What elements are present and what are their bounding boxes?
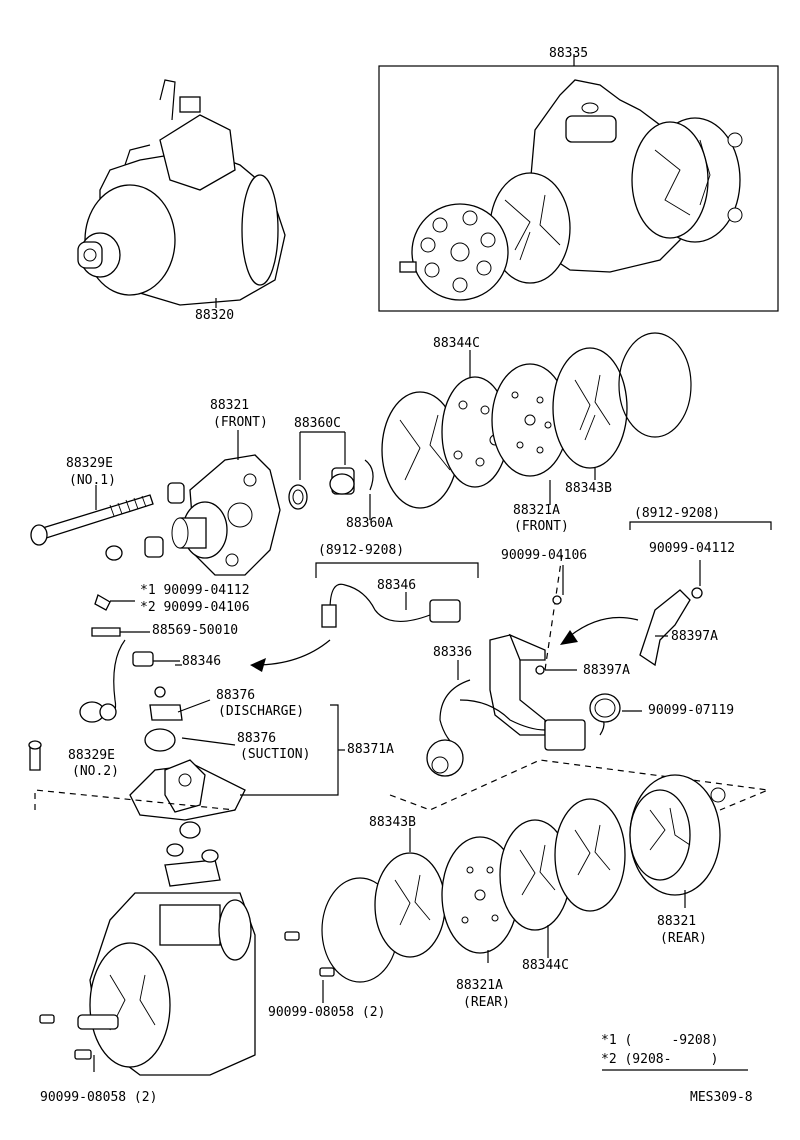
label-88346-mid: 88346	[182, 654, 222, 669]
kit-88335-box	[378, 54, 779, 312]
sensor-wiring-88346	[315, 562, 479, 628]
label-88376-suction-number: 88376	[237, 731, 277, 746]
label-88329E-no2-number: 88329E	[68, 748, 115, 763]
label-88360C: 88360C	[294, 416, 341, 431]
label-star2-part: *2 90099-04106	[140, 600, 250, 615]
label-88397A-mid: 88397A	[583, 663, 630, 678]
label-note-1: *1 ( -9208)	[601, 1033, 719, 1048]
label-88329E-no1-number: 88329E	[66, 456, 113, 471]
label-88346-top: 88346	[377, 578, 417, 593]
label-88321-front-sub: (FRONT)	[213, 415, 268, 430]
label-88569-50010: 88569-50010	[152, 623, 239, 638]
fasteners-left	[28, 594, 183, 771]
label-88321-front-number: 88321	[210, 398, 250, 413]
label-88321-rear-number: 88321	[657, 914, 697, 929]
label-88344C-top: 88344C	[433, 336, 480, 351]
label-88335: 88335	[549, 46, 589, 61]
small-rings-front	[105, 482, 185, 561]
label-88329E-no2-sub: (NO.2)	[72, 764, 119, 779]
arrows	[250, 616, 639, 672]
dashed-leader-bolt	[544, 554, 563, 671]
dashed-leader-right	[389, 759, 771, 811]
front-plates	[381, 332, 692, 509]
label-88320: 88320	[195, 308, 235, 323]
label-88343B-bottom: 88343B	[369, 815, 416, 830]
leader-lines	[110, 565, 668, 746]
label-drawing-id: MES309-8	[690, 1090, 753, 1105]
sensor-assembly-88336	[426, 595, 621, 777]
label-88321-rear-sub: (REAR)	[660, 931, 707, 946]
seal-parts-88360	[288, 431, 374, 520]
label-date-range-left: (8912-9208)	[318, 543, 405, 558]
compressor-assembly-88320	[77, 79, 286, 308]
label-note-2: *2 (9208- )	[601, 1052, 719, 1067]
label-88336: 88336	[433, 645, 473, 660]
label-88371A: 88371A	[347, 742, 394, 757]
label-90099-07119: 90099-07119	[648, 703, 735, 718]
label-88397A-right: 88397A	[671, 629, 718, 644]
label-88360A: 88360A	[346, 516, 393, 531]
label-88321A-rear-sub: (REAR)	[463, 995, 510, 1010]
front-head-88321	[171, 430, 281, 576]
manifold-88371A	[129, 704, 345, 839]
bracket-88397A	[629, 521, 772, 667]
bottom-compressor-body	[77, 843, 256, 1076]
pins	[39, 931, 335, 1060]
label-88376-discharge-number: 88376	[216, 688, 256, 703]
label-88321A-front-number: 88321A	[513, 503, 560, 518]
bolt-88329E-no1	[30, 485, 154, 546]
label-88321A-front-sub: (FRONT)	[514, 519, 569, 534]
label-88343B-top: 88343B	[565, 481, 612, 496]
label-date-range-right: (8912-9208)	[634, 506, 721, 521]
label-88321A-rear-number: 88321A	[456, 978, 503, 993]
label-90099-04112-right: 90099-04112	[649, 541, 736, 556]
label-90099-04106-top: 90099-04106	[501, 548, 588, 563]
label-88329E-no1-sub: (NO.1)	[69, 473, 116, 488]
bottom-plates	[321, 774, 726, 983]
label-88376-suction-sub: (SUCTION)	[240, 747, 311, 762]
label-star1-part: *1 90099-04112	[140, 583, 250, 598]
label-90099-08058-middle: 90099-08058 (2)	[268, 1005, 386, 1020]
label-88376-discharge-sub: (DISCHARGE)	[218, 704, 305, 719]
label-90099-08058-bottom: 90099-08058 (2)	[40, 1090, 158, 1105]
label-88344C-bottom: 88344C	[522, 958, 569, 973]
